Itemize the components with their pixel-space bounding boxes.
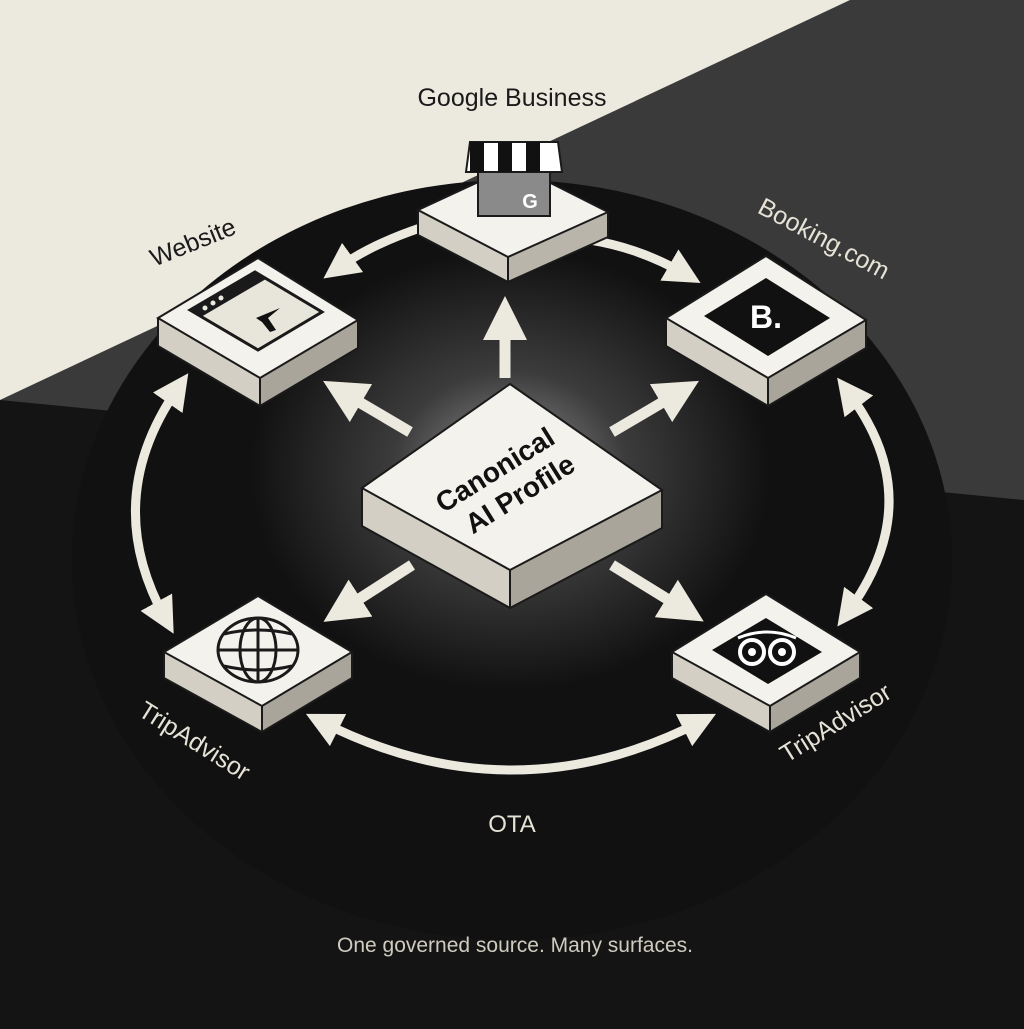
label-google-business: Google Business [417,84,606,112]
node-website[interactable] [156,256,360,408]
node-booking[interactable]: B. [664,254,868,408]
globe-icon [216,616,300,684]
booking-b-icon: B. [704,278,830,356]
arrow-center-upleft [323,380,413,437]
owl-icon [712,618,822,684]
ring-label-ota: OTA [488,811,536,838]
storefront-g-icon: G [464,141,564,217]
svg-text:B.: B. [750,299,782,335]
caption: One governed source. Many surfaces. [337,934,693,957]
arrow-center-downright [609,560,704,622]
browser-cursor-icon [187,270,325,352]
node-globe[interactable] [161,594,354,734]
center-node[interactable]: Canonical AI Profile [360,382,664,610]
arrow-booking-tripadvisor [837,377,894,627]
node-google-business[interactable]: G [415,141,611,284]
arrow-website-globe [130,373,189,634]
arrow-center-upright [609,380,699,437]
svg-text:G: G [522,191,538,213]
arrow-google-website [323,223,425,279]
node-tripadvisor[interactable] [670,592,862,734]
arrow-center-downleft [323,560,415,622]
arrow-google-booking [585,235,701,284]
ring-arrows [130,223,894,775]
arrow-bottom-ring [305,713,717,775]
radial-arrows [323,296,704,622]
